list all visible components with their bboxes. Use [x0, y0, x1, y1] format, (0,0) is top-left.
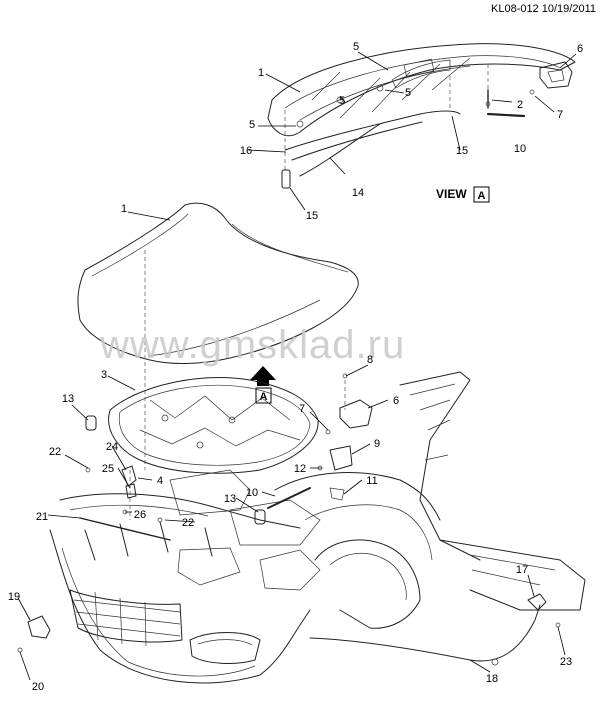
callout-label: 10	[246, 487, 258, 499]
view-label: VIEW	[436, 187, 467, 201]
callout-label: 6	[577, 43, 583, 55]
callout-label: 6	[393, 395, 399, 407]
callout-label: 20	[32, 681, 44, 693]
callout-label: 17	[516, 564, 528, 576]
callout-label: 2	[517, 99, 523, 111]
callout-label: 22	[182, 517, 194, 529]
callout-label: 10	[514, 143, 526, 155]
callout-label: 15	[456, 145, 468, 157]
view-arrow-marker: A	[250, 366, 276, 404]
callout-label: 24	[106, 441, 118, 453]
callout-label: 12	[294, 463, 306, 475]
callout-label: 8	[367, 354, 373, 366]
callout-label: 4	[157, 475, 163, 487]
callout-label: 7	[299, 403, 305, 415]
callout-label: 5	[405, 87, 411, 99]
callout-label: 3	[101, 369, 107, 381]
callout-label: 15	[306, 210, 318, 222]
callout-label: 5	[353, 41, 359, 53]
callout-label: 25	[102, 463, 114, 475]
callout-label: 13	[224, 493, 236, 505]
callout-label: 19	[8, 591, 20, 603]
callout-label: 18	[486, 673, 498, 685]
callout-leaders	[17, 51, 577, 681]
view-letter: A	[478, 190, 486, 202]
drawing-id: KL08-012 10/19/2011	[491, 3, 596, 15]
view-a-hood-underside	[267, 43, 576, 189]
callout-label: 16	[240, 145, 252, 157]
hood-panel	[77, 202, 359, 470]
callout-label: 5	[249, 119, 255, 131]
hood-insulator	[108, 377, 319, 474]
callout-label: 14	[352, 187, 364, 199]
callout-numbers: 5 6 1 5 5 2 7 5 15 10 16 14 15 1 8 3 13 …	[8, 41, 583, 693]
callout-label: 26	[134, 509, 146, 521]
callout-label: 1	[121, 203, 127, 215]
callout-label: 5	[339, 95, 345, 107]
callout-label: 11	[366, 475, 377, 487]
callout-label: 21	[36, 511, 48, 523]
callout-label: 9	[374, 438, 380, 450]
watermark: www.gmsklad.ru	[99, 323, 405, 367]
callout-label: 7	[557, 109, 563, 121]
front-end-structure	[17, 371, 586, 684]
callout-label: 13	[62, 393, 74, 405]
callout-label: 22	[49, 446, 61, 458]
arrow-marker-letter: A	[260, 391, 268, 403]
callout-label: 23	[560, 656, 572, 668]
callout-label: 1	[258, 67, 264, 79]
view-a-label: VIEW A	[436, 186, 490, 203]
